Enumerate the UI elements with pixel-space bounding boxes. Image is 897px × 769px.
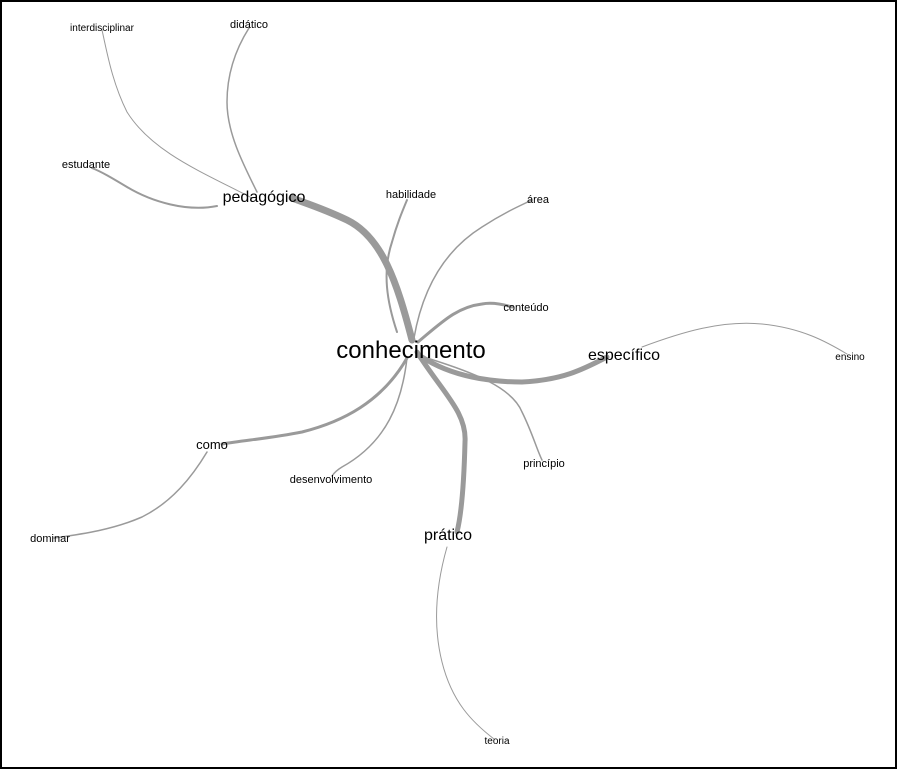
edge-especifico-ensino (641, 322, 848, 355)
edge-conhecimento-principio (426, 357, 543, 461)
node-ensino: ensino (835, 352, 865, 363)
edge-conhecimento-desenvolvimento (331, 357, 408, 477)
node-pratico: prático (424, 527, 472, 544)
edge-pedagogico-interdisciplinar (101, 29, 253, 199)
edge-conhecimento-especifico (419, 354, 610, 385)
edge-pedagogico-didatico (226, 27, 258, 193)
node-habilidade: habilidade (386, 189, 436, 201)
node-didatico: didático (230, 19, 268, 31)
node-dominar: dominar (30, 533, 70, 545)
edge-pratico-teoria (436, 546, 495, 740)
edge-conhecimento-area (413, 199, 533, 339)
edge-conhecimento-conteudo (416, 301, 514, 344)
node-interdisciplinar: interdisciplinar (70, 23, 135, 34)
edges (53, 27, 848, 740)
node-area: área (527, 194, 550, 206)
node-pedagogico: pedagógico (223, 189, 306, 206)
edge-conhecimento-habilidade (385, 199, 408, 333)
node-estudante: estudante (62, 159, 110, 171)
edge-pedagogico-estudante (91, 167, 218, 209)
node-como: como (196, 437, 228, 452)
node-conteudo: conteúdo (503, 302, 548, 314)
edge-conhecimento-como (220, 356, 409, 446)
edge-conhecimento-pedagogico (288, 194, 416, 344)
node-principio: princípio (523, 458, 565, 470)
node-conhecimento: conhecimento (336, 337, 485, 364)
node-especifico: específico (588, 347, 660, 364)
node-desenvolvimento: desenvolvimento (290, 474, 373, 486)
edge-como-dominar (53, 451, 208, 539)
edge-conhecimento-pratico (414, 349, 468, 535)
node-teoria: teoria (484, 736, 509, 747)
